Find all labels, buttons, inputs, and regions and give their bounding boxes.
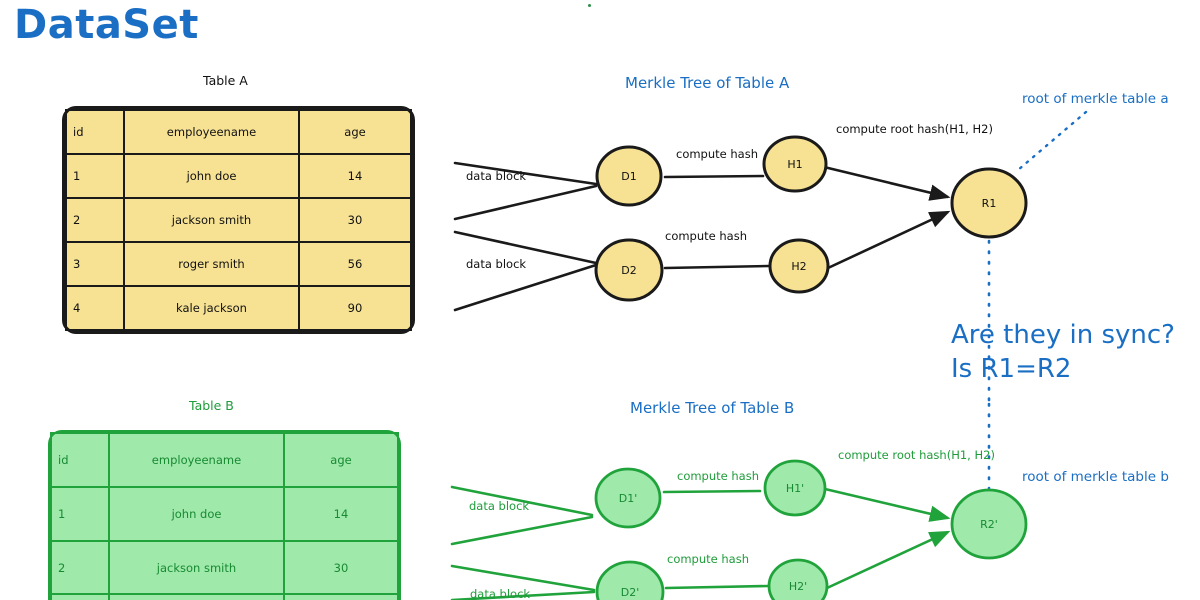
merkle-tree-a: Merkle Tree of Table A data block data b… [453,74,1169,312]
node-r2-prime [950,488,1028,560]
node-h2-prime [767,558,829,600]
edge-d2p-h2p [664,584,770,590]
tree-a-title: Merkle Tree of Table A [625,74,790,92]
compute-hash-label-1: compute hash [676,147,758,161]
data-block-label-2: data block [466,257,526,271]
cell-name: kale jackson [123,285,300,331]
cell-id: 3 [50,593,110,600]
node-d2 [594,238,664,302]
node-d2-prime [595,560,665,600]
page-title: DataSet [14,2,199,48]
edge-d1-h1 [663,174,765,179]
table-a-caption: Table A [203,73,248,88]
table-row: 4 kale jackson 90 [65,285,412,331]
node-h1-prime [763,459,827,517]
table-b: id employeename age 1 john doe 14 2 jack… [48,430,401,600]
root-a-leader-line [1016,110,1088,172]
table-row: 1 john doe 14 [50,485,399,542]
table-b-col-name: employeename [108,432,285,488]
edge-h1-r1 [823,165,951,201]
cell-id: 3 [65,241,125,287]
cell-id: 4 [65,285,125,331]
cell-id: 1 [50,485,110,542]
edge-d2-h2 [663,264,771,270]
cell-id: 1 [65,153,125,199]
table-row-header: id employeename age [65,109,412,155]
table-row: 2 jackson smith 30 [65,197,412,243]
root-a-annotation: root of merkle table a [1022,91,1169,107]
edge-h1p-r2p [824,487,951,522]
node-d1-label: D1 [621,170,636,183]
table-a: id employeename age 1 john doe 14 2 jack… [62,106,415,334]
node-d1 [595,145,663,207]
compute-hash-label-1-b: compute hash [677,469,759,483]
data-block-label-2-b: data block [470,587,530,600]
edge-h2p-r2p [826,530,951,590]
table-a-col-age: age [298,109,412,155]
cell-name: jackson smith [108,539,285,596]
data-block-bracket-2 [453,230,598,312]
tree-b-title: Merkle Tree of Table B [630,399,794,417]
root-b-annotation: root of merkle table b [1022,469,1169,485]
node-d2-label: D2 [621,264,636,277]
cell-age: 30 [283,539,399,596]
node-h2 [768,238,830,294]
stray-dot [588,4,591,7]
table-b-caption: Table B [189,398,234,413]
edge-d1p-h1p [662,489,762,494]
sync-question-line1: Are they in sync? [951,320,1175,350]
table-a-grid: id employeename age 1 john doe 14 2 jack… [65,109,412,331]
table-row: 3 roger smith 56 [65,241,412,287]
table-row: 3 roger smith 56 [50,593,399,600]
compute-hash-label-2-b: compute hash [667,552,749,566]
data-block-label-1-b: data block [469,499,529,513]
data-block-bracket-1 [453,161,598,221]
table-b-col-id: id [50,432,110,488]
data-block-bracket-2-b [450,564,596,600]
compute-root-hash-label-a: compute root hash(H1, H2) [836,122,993,136]
table-a-col-id: id [65,109,125,155]
table-row-header: id employeename age [50,432,399,488]
merkle-tree-b: Merkle Tree of Table B data block data b… [450,399,1169,600]
node-h1-label: H1 [787,158,802,171]
node-h1-prime-label: H1' [786,482,804,495]
cell-name: roger smith [108,593,285,600]
compute-hash-label-2: compute hash [665,229,747,243]
data-block-bracket-1-b [450,485,594,546]
node-r1-label: R1 [982,197,997,210]
node-h2-label: H2 [791,260,806,273]
cell-name: john doe [108,485,285,542]
cell-id: 2 [65,197,125,243]
sync-question-line2: Is R1=R2 [951,354,1071,384]
cell-name: roger smith [123,241,300,287]
node-d2-prime-label: D2' [621,586,640,599]
node-h2-prime-label: H2' [789,580,807,593]
cell-age: 14 [283,485,399,542]
cell-id: 2 [50,539,110,596]
cell-age: 90 [298,285,412,331]
data-block-label-1: data block [466,169,526,183]
table-a-col-name: employeename [123,109,300,155]
node-r1 [950,167,1028,239]
compute-root-hash-label-b: compute root hash(H1, H2) [838,448,995,462]
cell-age: 30 [298,197,412,243]
node-h1 [762,135,828,193]
table-row: 1 john doe 14 [65,153,412,199]
cell-name: john doe [123,153,300,199]
node-d1-prime [594,467,662,529]
table-b-grid: id employeename age 1 john doe 14 2 jack… [50,432,399,600]
node-r2-prime-label: R2' [980,518,998,531]
cell-age: 14 [298,153,412,199]
edge-h2-r1 [827,210,951,270]
table-b-col-age: age [283,432,399,488]
node-d1-prime-label: D1' [619,492,638,505]
cell-age: 56 [298,241,412,287]
cell-age: 56 [283,593,399,600]
table-row: 2 jackson smith 30 [50,539,399,596]
cell-name: jackson smith [123,197,300,243]
